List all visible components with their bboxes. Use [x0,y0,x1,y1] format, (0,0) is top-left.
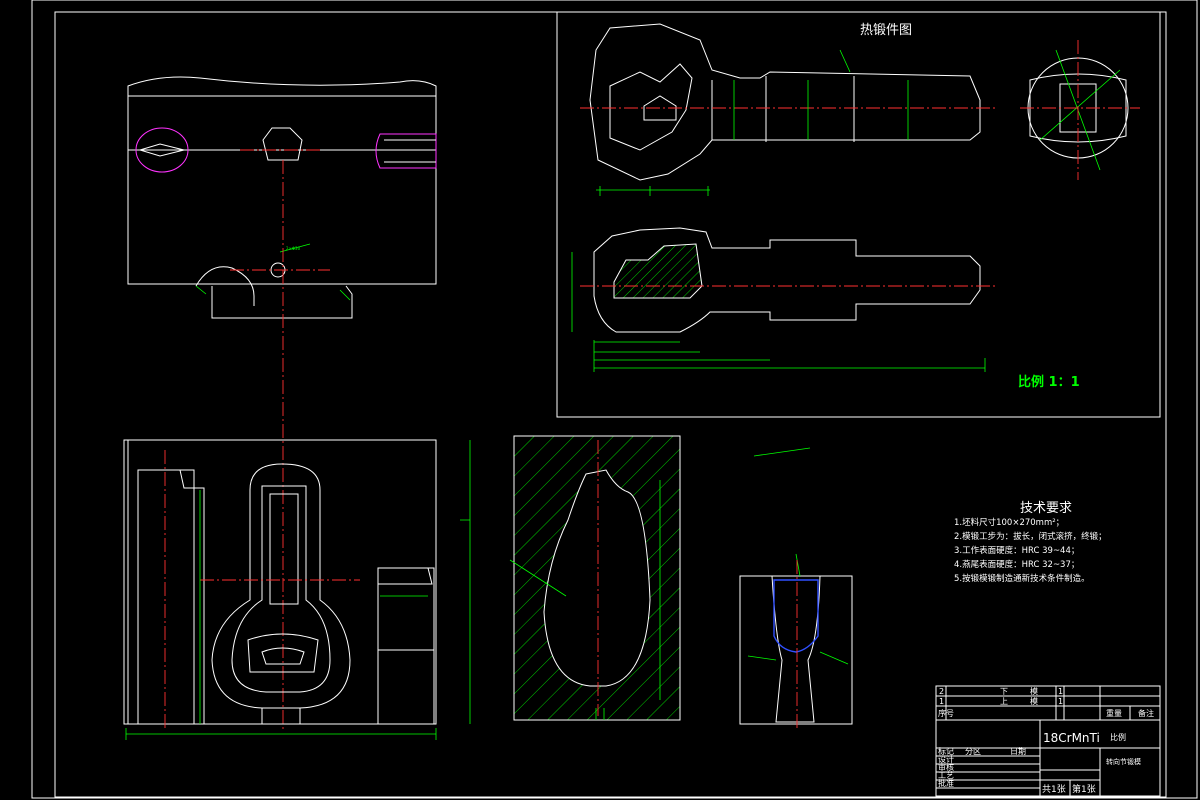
title-die-1: 模 [1030,686,1038,696]
upper-die-view: 2×Φ30 [127,76,437,730]
title-qty-1: 1 [1058,687,1063,696]
outer-border [31,0,1198,799]
small-section-view [739,447,853,730]
title-col-check: 审核 [938,762,954,772]
title-part-name: 转向节锻模 [1106,757,1141,766]
tech-title: 技术要求 [1020,501,1072,516]
tech-req-2: 2.模锻工步为：拔长，闭式滚挤，终锻； [954,531,1107,542]
title-sheets: 共1张 [1042,784,1066,795]
title-lower-die: 上 [1000,697,1008,706]
forging-frame: 热锻件图 比例 1：1 [556,11,1161,418]
scale-label: 比例 1：1 [1018,374,1080,390]
title-no-1: 1 [939,697,944,706]
title-col-weight: 重量 [1106,708,1122,718]
title-col-mark: 标记 [938,746,954,756]
title-col-scale: 比例 [1110,732,1126,742]
technical-requirements: 技术要求 1.坯料尺寸100×270mm²； 2.模锻工步为：拔长，闭式滚挤，终… [954,501,1107,584]
title-col-date: 日期 [1010,747,1026,756]
die-section [509,435,681,721]
tech-req-4: 4.燕尾表面硬度：HRC 32~37； [954,559,1079,570]
title-col-design: 设计 [938,754,954,764]
title-col-remark: 备注 [1138,708,1154,718]
title-col-process: 工艺 [938,771,954,780]
tech-req-1: 1.坯料尺寸100×270mm²； [954,517,1064,528]
title-qty-2: 1 [1058,697,1063,706]
title-upper-die: 下 [1000,687,1008,696]
title-sheet-no: 第1张 [1072,783,1096,795]
tech-req-5: 5.按锻模锻制造通新技术条件制造。 [954,573,1090,584]
title-material: 18CrMnTi [1043,731,1100,745]
title-col-zone: 分区 [965,747,981,756]
title-block: 2 1 下 上 模 模 1 1 序号 重量 备注 比例 标记 分区 日期 设计 … [935,685,1161,797]
title-col-approve: 批准 [938,778,954,788]
title-no-2: 2 [939,687,944,696]
title-col-no: 序号 [938,708,954,718]
forging-title: 热锻件图 [860,23,912,38]
lower-die-view [123,439,471,740]
tech-req-3: 3.工作表面硬度：HRC 39~44； [954,545,1079,556]
title-die-2: 模 [1030,696,1038,706]
